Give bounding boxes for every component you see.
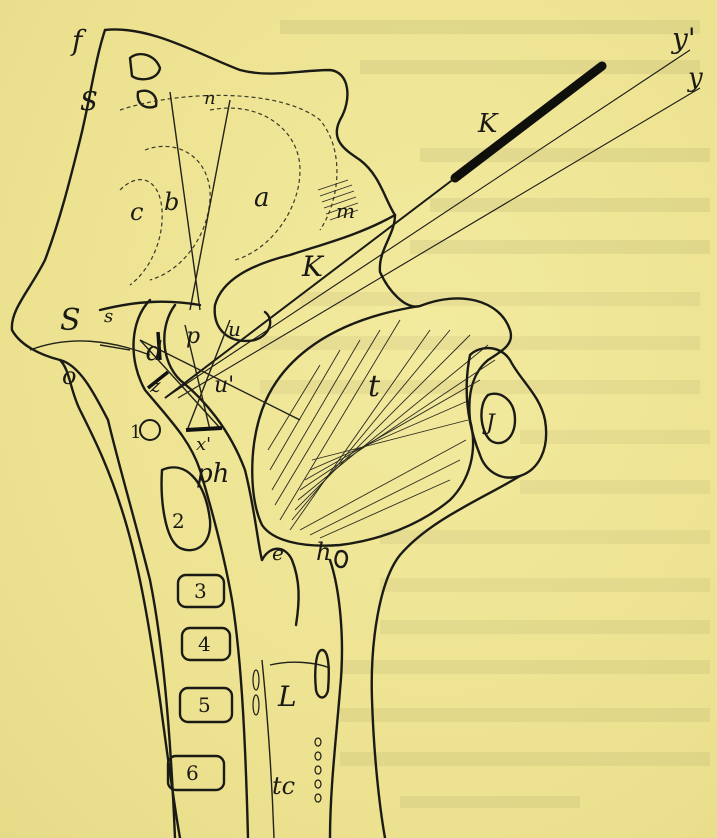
label-p: p [186, 324, 200, 349]
label-y-prime: y' [670, 22, 696, 55]
vertebra-label-4: 4 [198, 632, 211, 656]
label-y: y [687, 63, 703, 93]
turbinate-c [120, 180, 162, 285]
vertebra-label-5: 5 [198, 693, 211, 717]
nasal-line-2 [190, 100, 230, 310]
vocal-fold [270, 662, 330, 668]
label-a: a [254, 183, 270, 213]
label-S: S [60, 303, 81, 338]
label-e: e [272, 541, 284, 565]
vertebra-label-1: 1 [130, 422, 141, 443]
larynx-cartilage [315, 650, 329, 698]
label-K-lower: K [301, 250, 325, 283]
septum-outline [120, 95, 337, 230]
label-d: d [146, 337, 163, 367]
hard-palate-lower [100, 302, 200, 310]
jaw-outline [467, 348, 546, 478]
label-z: z [149, 373, 161, 397]
label-c: c [130, 198, 143, 226]
larynx-front [330, 560, 342, 838]
frontal-sinus-1 [130, 54, 160, 79]
hyoid-h [336, 551, 347, 567]
spinal-canal [108, 420, 175, 838]
label-s: s [104, 306, 113, 327]
label-ph: ph [196, 459, 229, 489]
posterior-outline [12, 30, 180, 838]
vertebra-1-shape [140, 420, 160, 440]
label-u-prime: u' [214, 373, 234, 398]
occipital-arc [30, 341, 150, 355]
vertebra-label-3: 3 [194, 579, 207, 603]
label-s-small: S [80, 87, 98, 117]
trachea-posterior [262, 660, 274, 838]
tongue-outline [252, 298, 511, 545]
label-x-prime: x' [196, 434, 211, 455]
label-m: m [336, 199, 355, 223]
label-o: o [62, 362, 76, 390]
label-b: b [164, 188, 179, 216]
label-h: h [316, 538, 331, 566]
label-K-upper: K [477, 109, 499, 139]
vertebra-label-2: 2 [172, 509, 185, 533]
label-t: t [368, 369, 381, 404]
label-f: f [70, 24, 87, 57]
label-tc: tc [272, 772, 295, 800]
frontal-sinus-2 [138, 91, 156, 108]
label-n: n [204, 88, 216, 109]
label-u: u [228, 317, 241, 341]
vertebra-label-6: 6 [186, 761, 199, 785]
label-L: L [277, 680, 297, 713]
